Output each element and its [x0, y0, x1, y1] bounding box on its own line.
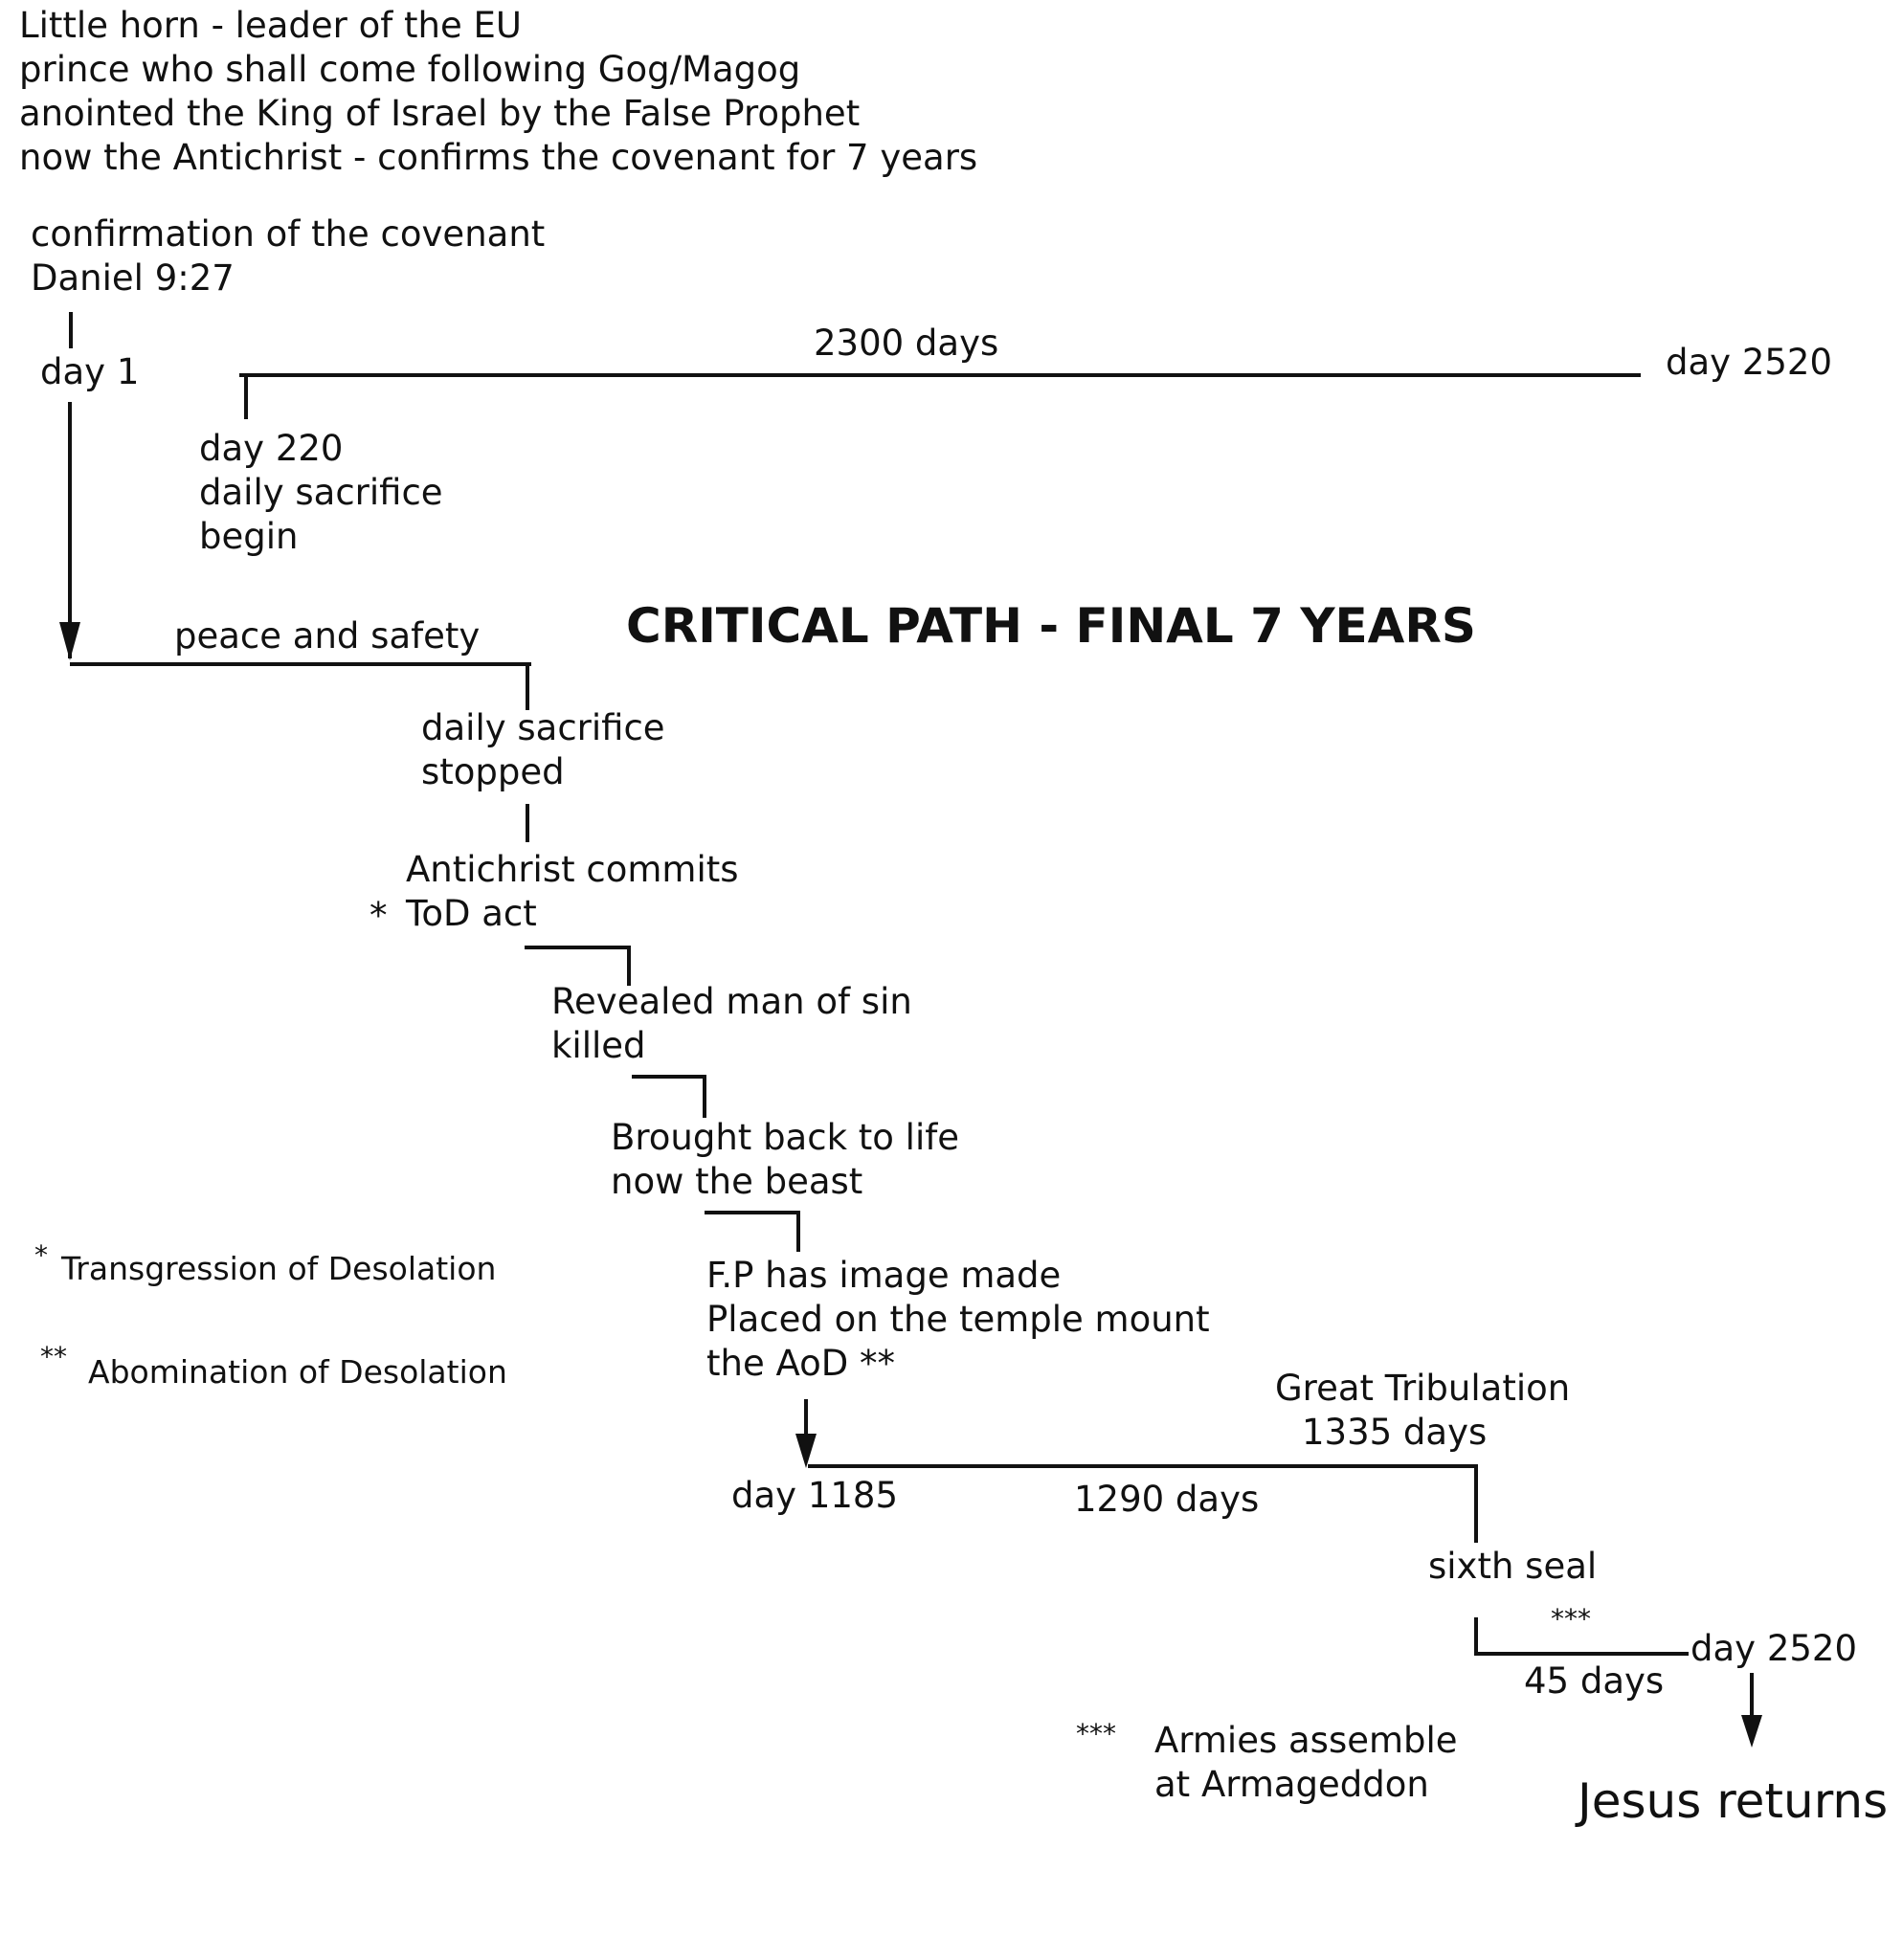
day220-line-1: day 220: [199, 428, 344, 469]
triple-star: ***: [1551, 1603, 1591, 1635]
intro-line-3: anointed the King of Israel by the False…: [19, 93, 861, 134]
image-line-2: Placed on the temple mount: [706, 1299, 1210, 1340]
day220-line-3: begin: [199, 516, 299, 557]
footnote-tod-star: *: [34, 1239, 48, 1271]
day220-line-2: daily sacrifice: [199, 472, 443, 513]
great-trib-line-2: 1335 days: [1302, 1412, 1488, 1453]
revealed-line-1: Revealed man of sin: [551, 981, 912, 1022]
sacrifice-stopped-line-2: stopped: [421, 751, 565, 792]
brought-back-label: Brought back to life now the beast: [611, 1116, 959, 1204]
confirmation-label: confirmation of the covenant Daniel 9:27: [31, 212, 545, 301]
span-45-label: 45 days: [1524, 1660, 1665, 1702]
antichrist-line-2: ToD act: [406, 893, 537, 934]
day1-label: day 1: [40, 351, 140, 392]
jesus-returns-label: Jesus returns: [1578, 1773, 1889, 1829]
confirmation-line-1: confirmation of the covenant: [31, 213, 546, 255]
arrowhead-1185: [795, 1434, 817, 1468]
intro-line-1: Little horn - leader of the EU: [19, 5, 522, 46]
sacrifice-stopped-label: daily sacrifice stopped: [421, 706, 665, 794]
sacrifice-stopped-line-1: daily sacrifice: [421, 707, 665, 748]
day220-label: day 220 daily sacrifice begin: [199, 427, 443, 559]
footnote-armies-star: ***: [1076, 1718, 1116, 1749]
confirmation-line-2: Daniel 9:27: [31, 257, 235, 299]
footnote-armies-line-1: Armies assemble: [1154, 1720, 1458, 1761]
revealed-line-2: killed: [551, 1025, 646, 1066]
great-trib-label: Great Tribulation 1335 days: [1275, 1367, 1570, 1455]
footnote-armies-line-2: at Armageddon: [1154, 1764, 1429, 1805]
peace-label: peace and safety: [174, 615, 481, 657]
intro-line-2: prince who shall come following Gog/Mago…: [19, 49, 801, 90]
antichrist-star: *: [369, 895, 388, 936]
great-trib-line-1: Great Tribulation: [1275, 1368, 1571, 1409]
image-label: F.P has image made Placed on the temple …: [706, 1254, 1210, 1386]
antichrist-line-1: Antichrist commits: [406, 849, 739, 890]
arrowhead-jesus: [1741, 1715, 1762, 1748]
image-line-1: F.P has image made: [706, 1255, 1062, 1296]
footnote-aod: Abomination of Desolation: [88, 1353, 507, 1391]
diagram-title: CRITICAL PATH - FINAL 7 YEARS: [626, 598, 1476, 654]
day2520-bottom-label: day 2520: [1690, 1628, 1857, 1669]
image-line-3: the AoD **: [706, 1343, 896, 1384]
span-2300-label: 2300 days: [814, 323, 999, 364]
span-1290-label: 1290 days: [1074, 1479, 1260, 1520]
intro-text: Little horn - leader of the EU prince wh…: [19, 4, 977, 180]
revealed-label: Revealed man of sin killed: [551, 980, 912, 1068]
footnote-tod: Transgression of Desolation: [61, 1250, 497, 1287]
intro-line-4: now the Antichrist - confirms the covena…: [19, 137, 978, 178]
sixth-seal-label: sixth seal: [1428, 1546, 1598, 1587]
brought-back-line-2: now the beast: [611, 1161, 863, 1202]
footnote-aod-star: **: [40, 1341, 67, 1372]
day1185-label: day 1185: [731, 1475, 898, 1516]
day2520-top-label: day 2520: [1666, 342, 1832, 383]
brought-back-line-1: Brought back to life: [611, 1117, 960, 1158]
footnote-armies: Armies assemble at Armageddon: [1154, 1719, 1458, 1807]
arrowhead-day1: [59, 622, 80, 660]
